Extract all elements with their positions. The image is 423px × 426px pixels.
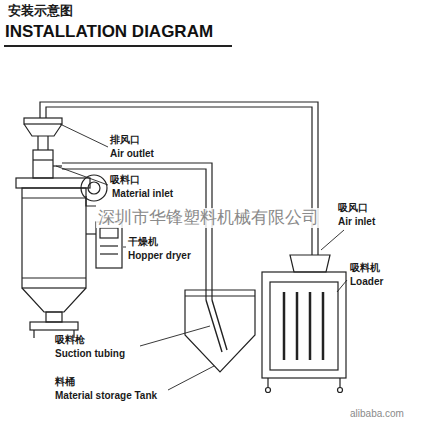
loader-rib [322,292,325,360]
part-label: 干燥机 [128,236,158,248]
part-label: Material storage Tank [55,390,157,402]
part-label: Air outlet [110,148,154,160]
diagram-subtitle: INSTALLATION DIAGRAM [5,22,213,42]
part-label: Loader [350,276,383,288]
part-label: Air inlet [338,216,375,228]
loader-rib [296,292,299,360]
loader [262,255,346,393]
part-label: Hopper dryer [128,250,191,262]
part-label: 吸料机 [350,262,380,274]
title-underline [4,45,232,47]
leader-lines [56,124,347,390]
part-label: 料桶 [55,376,75,388]
part-label: Material inlet [110,188,175,200]
part-label: 吸料口 [110,174,140,186]
part-label: 吸风口 [338,202,368,214]
material-hose [62,163,212,300]
loader-rib [283,292,286,360]
part-label: 吸料枪 [55,334,85,346]
part-label: 排风口 [110,134,140,146]
hopper-dryer [16,118,122,338]
watermark: 深圳市华锋塑料机械有限公司 [96,208,321,228]
storage-tank [185,290,255,372]
part-label: Suction tubing [55,348,125,360]
material-hose-inner [62,169,206,300]
diagram-title: 安装示意图 [8,4,73,19]
source-mark: alibaba.com [350,408,404,420]
loader-rib [309,292,312,360]
